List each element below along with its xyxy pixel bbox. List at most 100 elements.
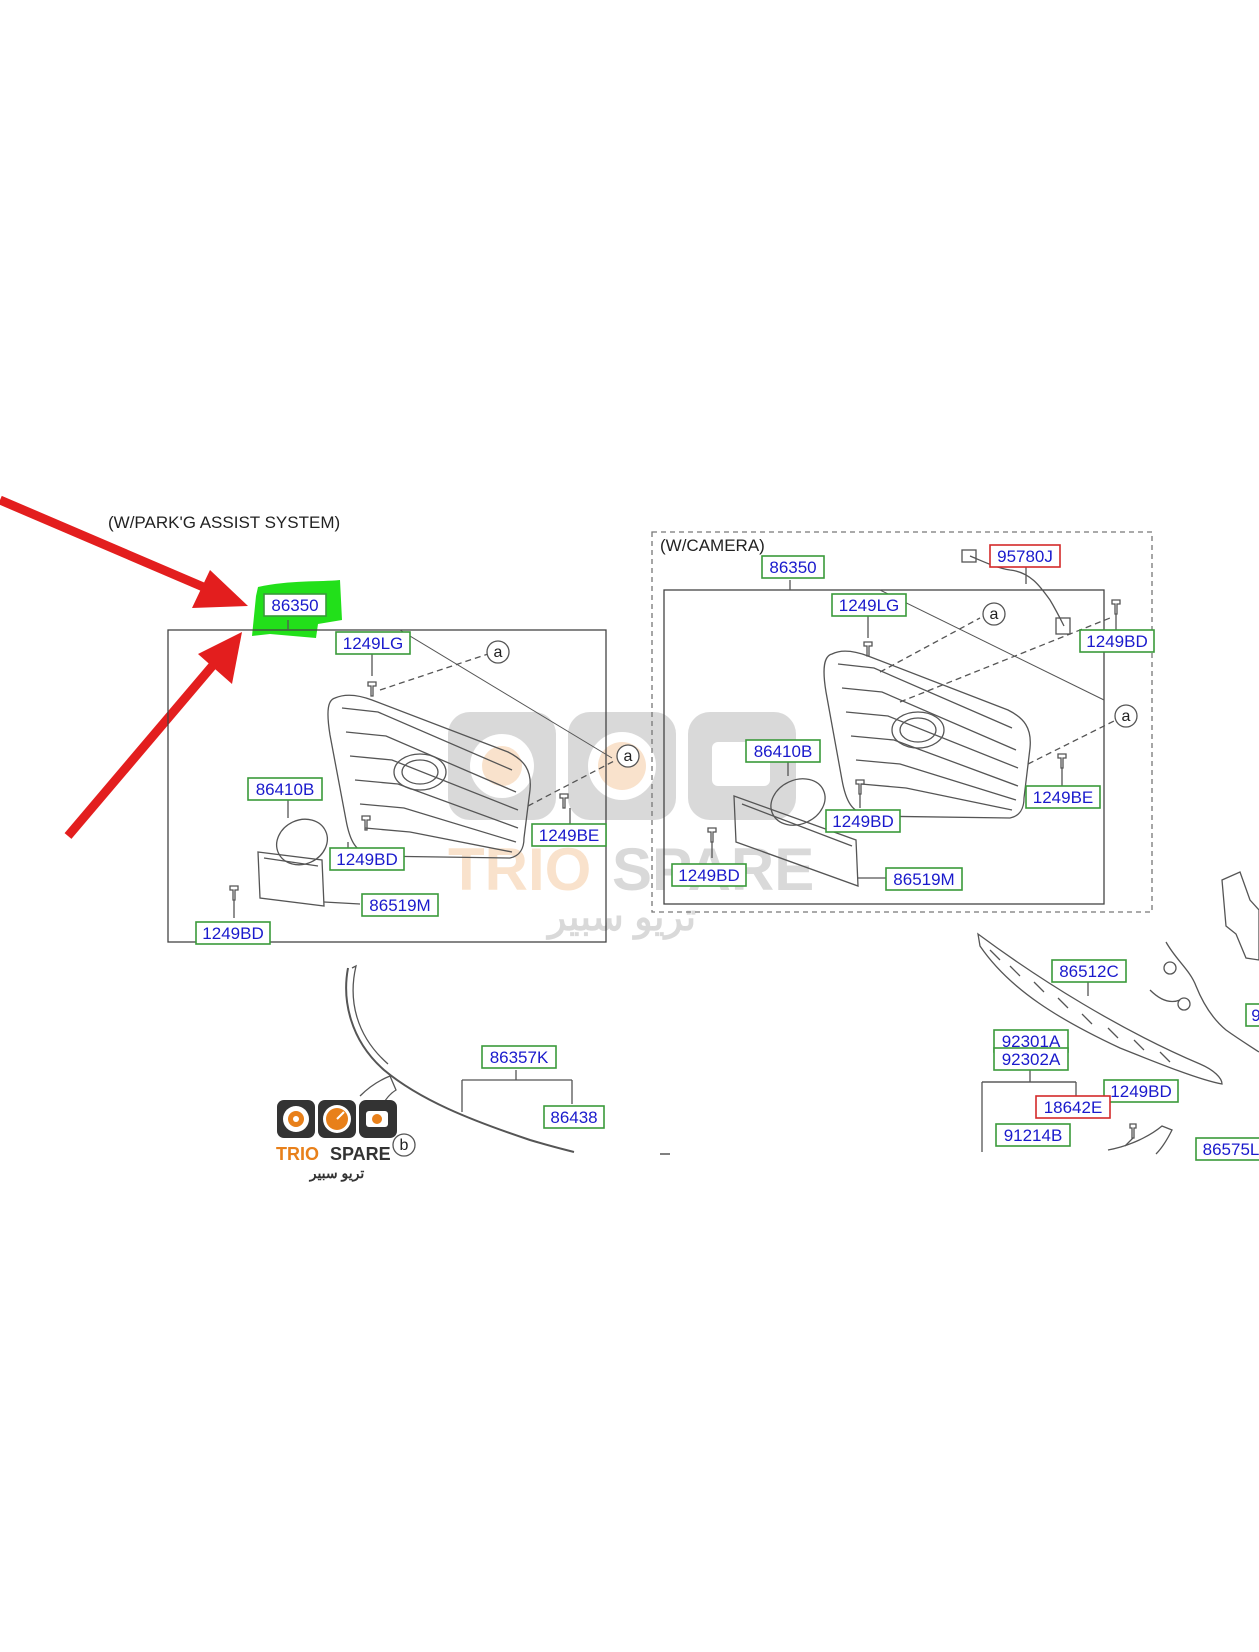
part-label-box	[671, 863, 747, 887]
part-number: 92302A	[1002, 1050, 1061, 1069]
part-label-layer: 86350 1249LG 86410B 1249BE 1249BD 86519M 1249B…	[195, 544, 1259, 1161]
part-label-park-screw-be: 1249BE	[531, 823, 607, 847]
part-label-box	[481, 1045, 557, 1069]
pointer-arrows	[0, 495, 248, 839]
part-label-box	[1035, 1095, 1111, 1119]
arrow-upper	[0, 495, 217, 597]
part-label-cam-screw-bd-emblem: 1249BD	[825, 809, 901, 833]
part-label-park-screw-lg: 1249LG	[335, 631, 411, 655]
part-label-park-plate: 86519M	[361, 893, 439, 917]
part-number: 1249BD	[832, 812, 893, 831]
part-label-cut-part: 9	[1245, 1003, 1259, 1027]
part-number: 86575L	[1203, 1140, 1259, 1159]
part-label-box	[995, 1123, 1071, 1147]
part-label-right-part: 86575L	[1195, 1137, 1259, 1161]
part-number: 1249BD	[336, 850, 397, 869]
part-number: 86357K	[490, 1048, 549, 1067]
part-number: 9	[1251, 1006, 1259, 1025]
part-label-box	[825, 809, 901, 833]
link-marker-a-camera-2	[1114, 704, 1138, 728]
part-label-box	[543, 1105, 605, 1129]
part-label-box	[1103, 1079, 1179, 1103]
part-label-cam-screw-bd-harness: 1249BD	[1079, 629, 1155, 653]
part-number: 1249BD	[678, 866, 739, 885]
part-label-box	[1025, 785, 1101, 809]
part-number: 86350	[271, 596, 318, 615]
part-label-box	[329, 847, 405, 871]
part-number: 1249BE	[539, 826, 600, 845]
link-marker-a-park-2-label: a	[624, 748, 633, 765]
part-number: 95780J	[997, 547, 1053, 566]
park-assist-section-title: (W/PARK'G ASSIST SYSTEM)	[108, 513, 340, 532]
part-label-park-emblem: 86410B	[247, 777, 323, 801]
part-label-cam-screw-be: 1249BE	[1025, 785, 1101, 809]
part-label-box	[263, 593, 327, 617]
link-marker-b	[392, 1133, 416, 1157]
part-number: 86350	[769, 558, 816, 577]
watermark-icon-engine	[688, 712, 796, 820]
part-number: 1249BD	[1086, 632, 1147, 651]
part-label-box	[247, 777, 323, 801]
part-number: 86519M	[369, 896, 430, 915]
logo-spare: SPARE	[330, 1144, 391, 1164]
part-number: 86410B	[754, 742, 813, 761]
link-marker-a-park-2	[616, 744, 640, 768]
link-marker-a-park-label: a	[494, 644, 503, 661]
part-label-box	[1051, 959, 1127, 983]
link-marker-a-park	[486, 640, 510, 664]
part-label-lower-screw-bd: 1249BD	[1103, 1079, 1179, 1103]
lower-assembly	[345, 871, 1259, 1155]
part-label-box	[531, 823, 607, 847]
part-label-box	[761, 555, 825, 579]
part-label-box	[993, 1047, 1069, 1071]
part-label-cam-camera-harness: 95780J	[989, 544, 1061, 568]
part-label-park-screw-bd-plate: 1249BD	[195, 921, 271, 945]
part-label-park-grille: 86350	[263, 593, 327, 617]
part-label-box	[885, 867, 963, 891]
part-label-cam-screw-bd-plate: 1249BD	[671, 863, 747, 887]
arrow-lower	[64, 661, 218, 839]
part-label-box	[361, 893, 439, 917]
part-label-box	[831, 593, 907, 617]
link-marker-a-camera	[982, 602, 1006, 626]
part-label-cam-plate: 86519M	[885, 867, 963, 891]
part-number: 86519M	[893, 870, 954, 889]
link-marker-b-label: b	[400, 1137, 409, 1154]
part-label-box	[195, 921, 271, 945]
part-number: 86512C	[1059, 962, 1119, 981]
part-label-fog-lamp-lh: 92301A	[993, 1029, 1069, 1053]
part-number: 1249BD	[202, 924, 263, 943]
part-label-fog-bulb: 18642E	[1035, 1095, 1111, 1119]
part-label-box	[1195, 1137, 1259, 1161]
part-label-bottom-moulding: 86357K	[481, 1045, 557, 1069]
part-label-box	[989, 544, 1061, 568]
part-number: 92301A	[1002, 1032, 1061, 1051]
part-number: 91214B	[1004, 1126, 1063, 1145]
part-label-box	[745, 739, 821, 763]
part-number: 1249BE	[1033, 788, 1094, 807]
part-label-box	[335, 631, 411, 655]
logo-arabic: تريو سبير	[309, 1165, 365, 1182]
part-number: 86410B	[256, 780, 315, 799]
part-number: 1249LG	[839, 596, 900, 615]
part-label-lower-grille: 86512C	[1051, 959, 1127, 983]
part-label-box	[1079, 629, 1155, 653]
part-label-box	[1245, 1003, 1259, 1027]
watermark-trio: TRIO	[448, 836, 591, 903]
part-label-cam-emblem: 86410B	[745, 739, 821, 763]
logo-trio: TRIO	[276, 1144, 319, 1164]
part-number: 1249BD	[1110, 1082, 1171, 1101]
camera-assembly	[651, 531, 1153, 913]
part-label-cam-screw-lg: 1249LG	[831, 593, 907, 617]
part-number: 1249LG	[343, 634, 404, 653]
watermark-icon-gauge	[568, 712, 676, 820]
part-label-fog-lamp-rh: 92302A	[993, 1047, 1069, 1071]
camera-section-title: (W/CAMERA)	[660, 536, 765, 555]
link-marker-a-camera-label: a	[990, 606, 999, 623]
part-label-fog-harness: 91214B	[995, 1123, 1071, 1147]
part-label-bottom-clip: 86438	[543, 1105, 605, 1129]
part-label-park-screw-bd-emblem: 1249BD	[329, 847, 405, 871]
brand-logo: TRIO SPARE تريو سبير	[276, 1100, 397, 1182]
